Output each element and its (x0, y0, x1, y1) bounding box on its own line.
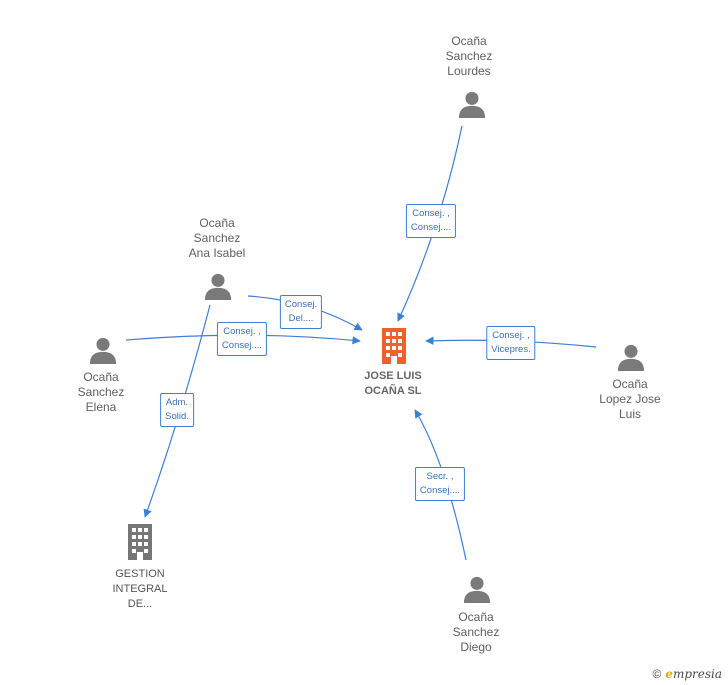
node-label-lopez[interactable]: Ocaña Lopez Jose Luis (599, 377, 661, 421)
node-label-lourdes[interactable]: Ocaña Sanchez Lourdes (445, 34, 493, 78)
person-icon-lopez (617, 344, 645, 371)
edge-label-ana-gestion[interactable]: Adm. Solid. (160, 393, 194, 427)
node-label-ana[interactable]: Ocaña Sanchez Ana Isabel (188, 216, 246, 260)
company-label-gestion[interactable]: GESTION INTEGRAL DE... (112, 568, 168, 610)
node-label-elena[interactable]: Ocaña Sanchez Elena (77, 370, 125, 414)
building-icon-gestion (128, 524, 152, 560)
person-icon-lourdes (458, 91, 486, 118)
brand-logo: empresia (665, 667, 722, 681)
edge-label-diego-main[interactable]: Secr. , Consej.... (414, 467, 466, 501)
node-label-diego[interactable]: Ocaña Sanchez Diego (452, 610, 500, 654)
edge-label-elena-main[interactable]: Consej. , Consej.... (216, 322, 268, 356)
building-icon-main (382, 328, 406, 364)
edge-label-ana-main[interactable]: Consej. Del.... (279, 295, 323, 329)
company-label-main[interactable]: JOSE LUIS OCAÑA SL (364, 370, 422, 397)
edge-label-lopez-main[interactable]: Consej. , Vicepres. (486, 326, 536, 360)
edge-label-lourdes-main[interactable]: Consej. , Consej.... (405, 204, 457, 238)
person-icon-elena (89, 337, 117, 364)
copyright-icon: © (652, 667, 662, 681)
person-icon-ana (204, 273, 232, 300)
person-icon-diego (463, 576, 491, 603)
watermark: © empresia (652, 667, 722, 681)
